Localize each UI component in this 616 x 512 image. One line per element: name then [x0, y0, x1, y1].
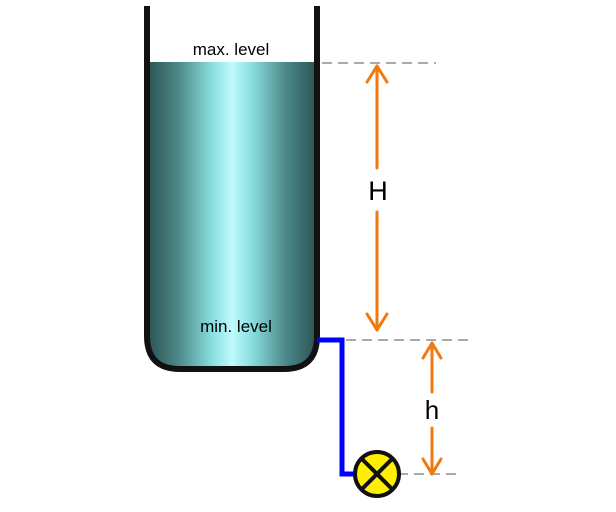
- valve-icon: [353, 450, 401, 498]
- height-h-label: h: [425, 395, 439, 425]
- liquid-fill: [148, 62, 316, 368]
- min-level-label: min. level: [200, 317, 272, 336]
- tank-wall: [144, 6, 320, 372]
- height-H-label: H: [368, 176, 388, 206]
- outlet-pipe: [317, 337, 356, 477]
- height-H-arrow: [365, 64, 389, 332]
- height-h-arrow: [421, 341, 443, 476]
- max-level-label: max. level: [193, 40, 270, 59]
